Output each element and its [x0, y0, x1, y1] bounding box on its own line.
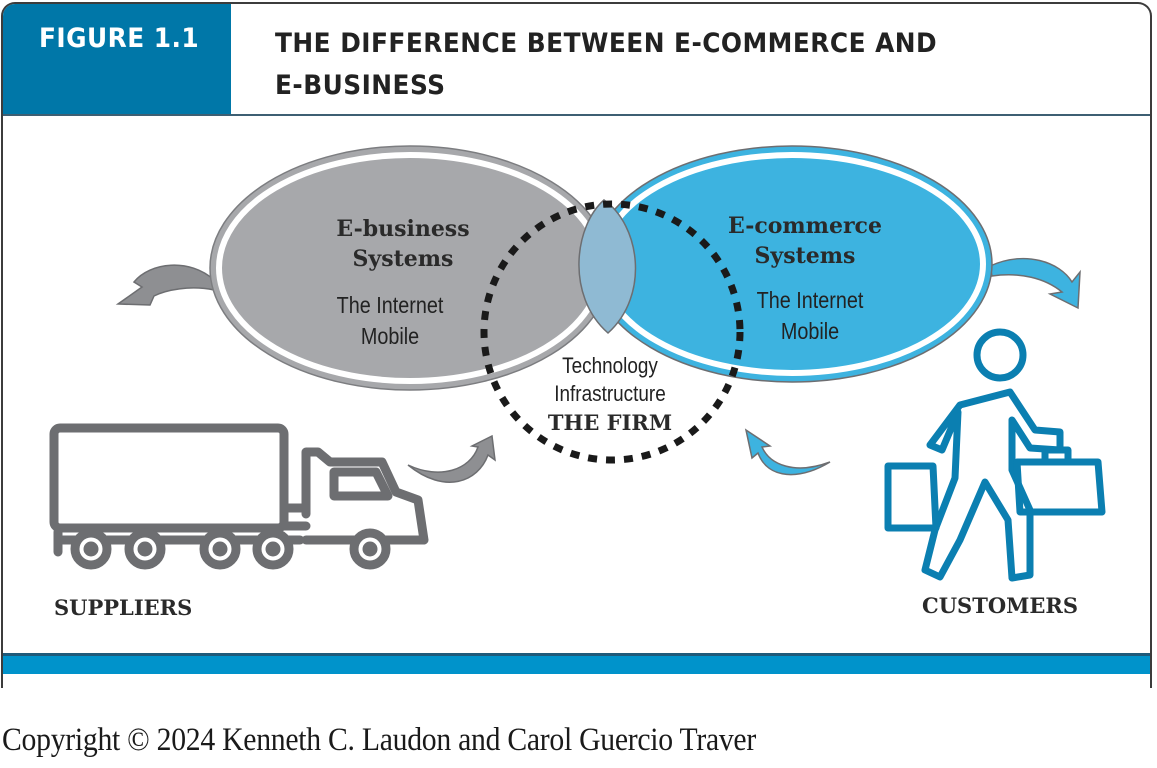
firm-infrastructure-label: Infrastructure — [554, 381, 666, 406]
shopper-with-bags-icon — [884, 328, 1106, 582]
customers-label: CUSTOMERS — [922, 593, 1078, 618]
firm-label: Technology Infrastructure THE FIRM — [510, 352, 710, 438]
figure-title-line2: E-BUSINESS — [275, 70, 446, 101]
figure-header: FIGURE 1.1 THE DIFFERENCE BETWEEN E-COMM… — [3, 4, 1150, 116]
firm-dotted-circle — [480, 200, 744, 464]
systems-overlap-region — [578, 199, 637, 335]
firm-name: THE FIRM — [547, 410, 673, 435]
truck-icon — [49, 423, 429, 570]
diagram-canvas — [49, 145, 1106, 582]
ebusiness-title: E-business Systems — [303, 214, 503, 274]
ecommerce-technologies: The Internet Mobile — [724, 285, 896, 347]
ebusiness-outbound-arrow-icon — [115, 264, 215, 306]
ebusiness-title-line2: Systems — [352, 246, 454, 272]
figure-frame: FIGURE 1.1 THE DIFFERENCE BETWEEN E-COMM… — [1, 2, 1152, 688]
suppliers-label: SUPPLIERS — [54, 595, 193, 620]
figure-title-line1: THE DIFFERENCE BETWEEN E-COMMERCE AND — [275, 28, 938, 59]
ecommerce-systems-ellipse — [591, 145, 993, 383]
ebusiness-title-line1: E-business — [336, 216, 470, 242]
ebusiness-tech-internet: The Internet — [336, 292, 444, 318]
ebusiness-systems-ellipse — [209, 145, 611, 391]
ecommerce-tech-internet: The Internet — [756, 287, 864, 313]
firm-technology-label: Technology — [562, 353, 658, 378]
ebusiness-technologies: The Internet Mobile — [304, 290, 476, 352]
supplier-inbound-arrow-icon — [407, 434, 496, 483]
figure-number: FIGURE 1.1 — [39, 23, 200, 54]
copyright-notice: Copyright © 2024 Kenneth C. Laudon and C… — [2, 722, 756, 758]
figure-title: THE DIFFERENCE BETWEEN E-COMMERCE AND E-… — [275, 23, 1011, 107]
ecommerce-title: E-commerce Systems — [700, 211, 910, 271]
customer-inbound-arrow-icon — [744, 428, 831, 476]
ecommerce-outbound-arrow-icon — [989, 257, 1081, 310]
figure-number-box: FIGURE 1.1 — [3, 4, 231, 114]
figure-bottom-bar — [3, 653, 1150, 674]
ebusiness-tech-mobile: Mobile — [360, 323, 420, 349]
ecommerce-title-line1: E-commerce — [728, 213, 882, 239]
ecommerce-tech-mobile: Mobile — [780, 318, 840, 344]
ecommerce-title-line2: Systems — [754, 243, 856, 269]
